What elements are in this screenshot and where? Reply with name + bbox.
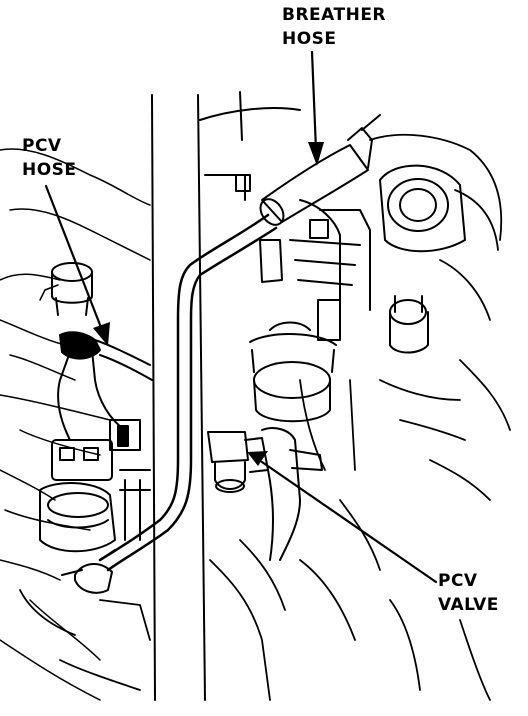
pcv-valve-label-line1: PCV: [438, 571, 478, 591]
throttle-body: [39, 419, 151, 553]
lower-clamp: [61, 549, 116, 594]
pcv-hose-label-line1: PCV: [22, 136, 62, 156]
pcv-valve-assembly: [207, 427, 323, 561]
pcv-valve-label-line2: VALVE: [438, 595, 499, 615]
lower-left-structure: [19, 589, 151, 691]
left-engine-detail: [0, 148, 151, 701]
breather-hose-label: BREATHER HOSE: [282, 3, 386, 51]
canister: [249, 333, 337, 423]
pcv-hose-label-line2: HOSE: [22, 160, 77, 180]
breather-hose-sleeve: [259, 114, 381, 226]
breather-hose-label-line1: BREATHER: [282, 5, 387, 25]
engine-lower-detail: [209, 499, 491, 701]
breather-tube: [98, 213, 278, 572]
pcv-hose-label: PCV HOSE: [22, 134, 77, 182]
oil-cap: [51, 262, 93, 316]
pcv-valve-label: PCV VALVE: [438, 569, 499, 617]
strut-frame-lines: [151, 91, 243, 701]
leader-pcv-hose: [44, 184, 110, 346]
breather-hose-label-line2: HOSE: [282, 29, 337, 49]
engine-block-right: [299, 133, 511, 501]
valve-cover: [199, 107, 371, 341]
leader-pcv-valve: [247, 451, 438, 584]
leader-breather-hose: [308, 50, 324, 166]
pcv-hose-left: [57, 331, 153, 441]
engine-plug-fitting: [379, 164, 466, 354]
